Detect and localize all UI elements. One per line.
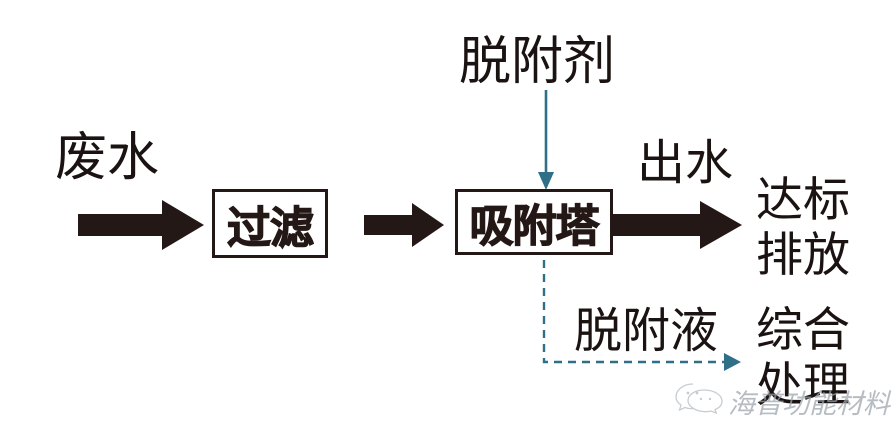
process-box-filtration-label: 过滤 [226,203,314,253]
flow-arrow-desorbent-to-adsorption [534,90,558,192]
output-compliant-discharge-line1: 达标 [756,173,850,226]
watermark-text: 海普功能材料 [728,389,890,419]
output-compliant-discharge: 达标 排放 [756,176,850,279]
output-comprehensive-treatment: 综合 处理 [756,306,850,409]
desorbent-label: 脱附剂 [459,33,616,91]
effluent-label: 出水 [637,137,734,190]
wechat-icon [673,380,725,415]
desorption-liquid-label: 脱附液 [574,305,719,358]
process-box-filtration[interactable]: 过滤 [212,189,328,258]
flow-arrow-wastewater-to-filtration [78,200,204,250]
flow-arrow-adsorption-to-discharge [612,201,742,249]
flow-arrow-desorption-liquid [530,258,745,376]
output-comprehensive-treatment-line2: 处理 [756,357,850,411]
process-box-adsorption-tower-label: 吸附塔 [469,201,600,251]
wastewater-label: 废水 [55,129,160,187]
output-compliant-discharge-line2: 排放 [756,227,850,281]
output-comprehensive-treatment-line1: 综合 [756,303,850,356]
process-box-adsorption-tower[interactable]: 吸附塔 [455,189,613,255]
flow-arrow-filtration-to-adsorption [364,203,444,247]
